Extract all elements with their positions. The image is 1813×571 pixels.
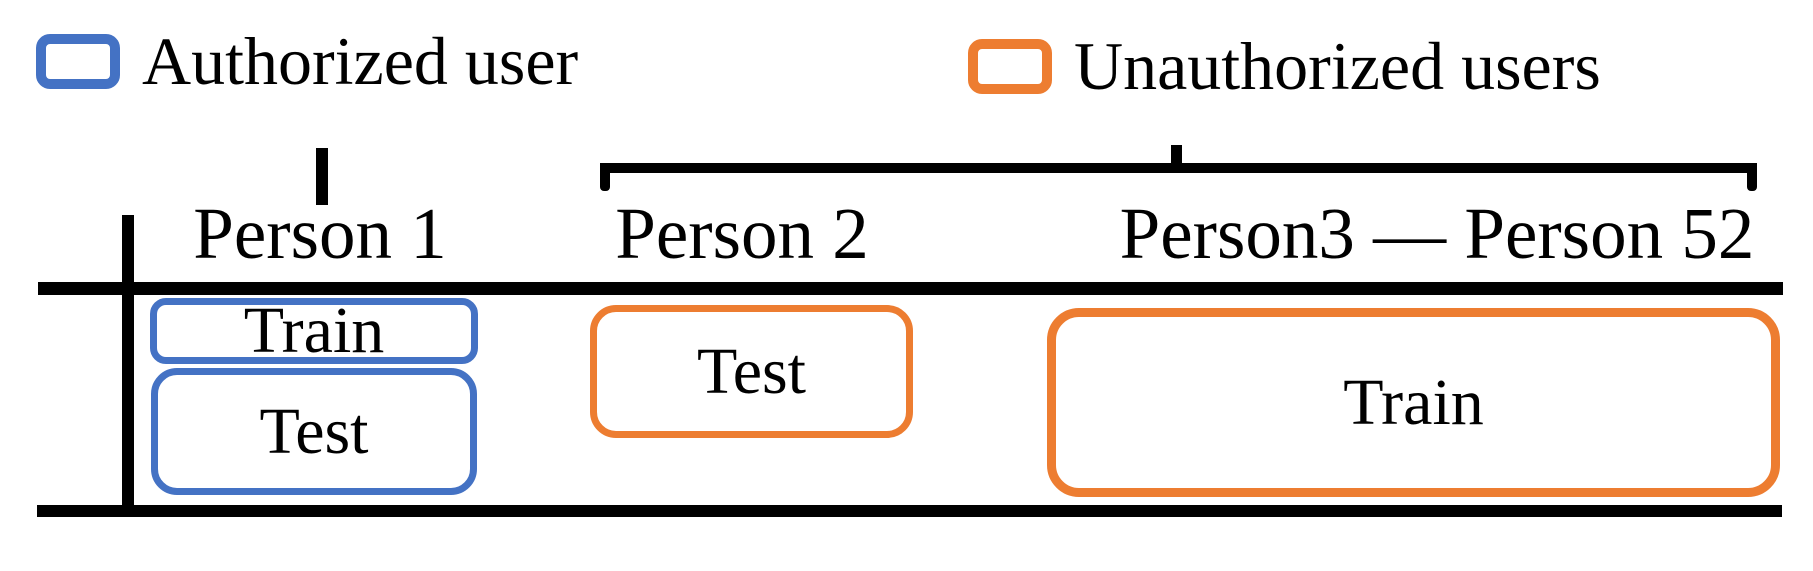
bracket-center-tick (1171, 145, 1182, 163)
column-label-person3-52: Person3 — Person 52 (1119, 193, 1755, 274)
legend-label-authorized: Authorized user (142, 23, 579, 99)
authorized-swatch-icon (36, 33, 120, 89)
legend-label-unauthorized: Unauthorized users (1074, 28, 1601, 104)
column-label-person1: Person 1 (193, 193, 447, 274)
table-top-rule (38, 282, 1783, 295)
person1-train-box: Train (150, 298, 478, 364)
legend-item-authorized: Authorized user (36, 26, 578, 96)
person2-test-box: Test (590, 305, 913, 438)
column-label-person2: Person 2 (615, 193, 869, 274)
person2-test-label: Test (696, 334, 807, 408)
bracket-bar (600, 163, 1757, 173)
table-bottom-rule (37, 505, 1782, 517)
person3-52-train-box: Train (1047, 308, 1780, 497)
bracket-hook-right (1747, 163, 1757, 191)
person1-test-box: Test (151, 368, 477, 495)
person1-train-label: Train (243, 294, 385, 367)
legend-item-unauthorized: Unauthorized users (968, 31, 1601, 101)
person1-connector-line (316, 148, 328, 205)
person3-52-train-label: Train (1343, 365, 1484, 439)
unauthorized-swatch-icon (968, 38, 1052, 94)
person1-test-label: Test (259, 394, 369, 468)
bracket-hook-left (600, 163, 610, 191)
table-left-rule (122, 215, 134, 517)
